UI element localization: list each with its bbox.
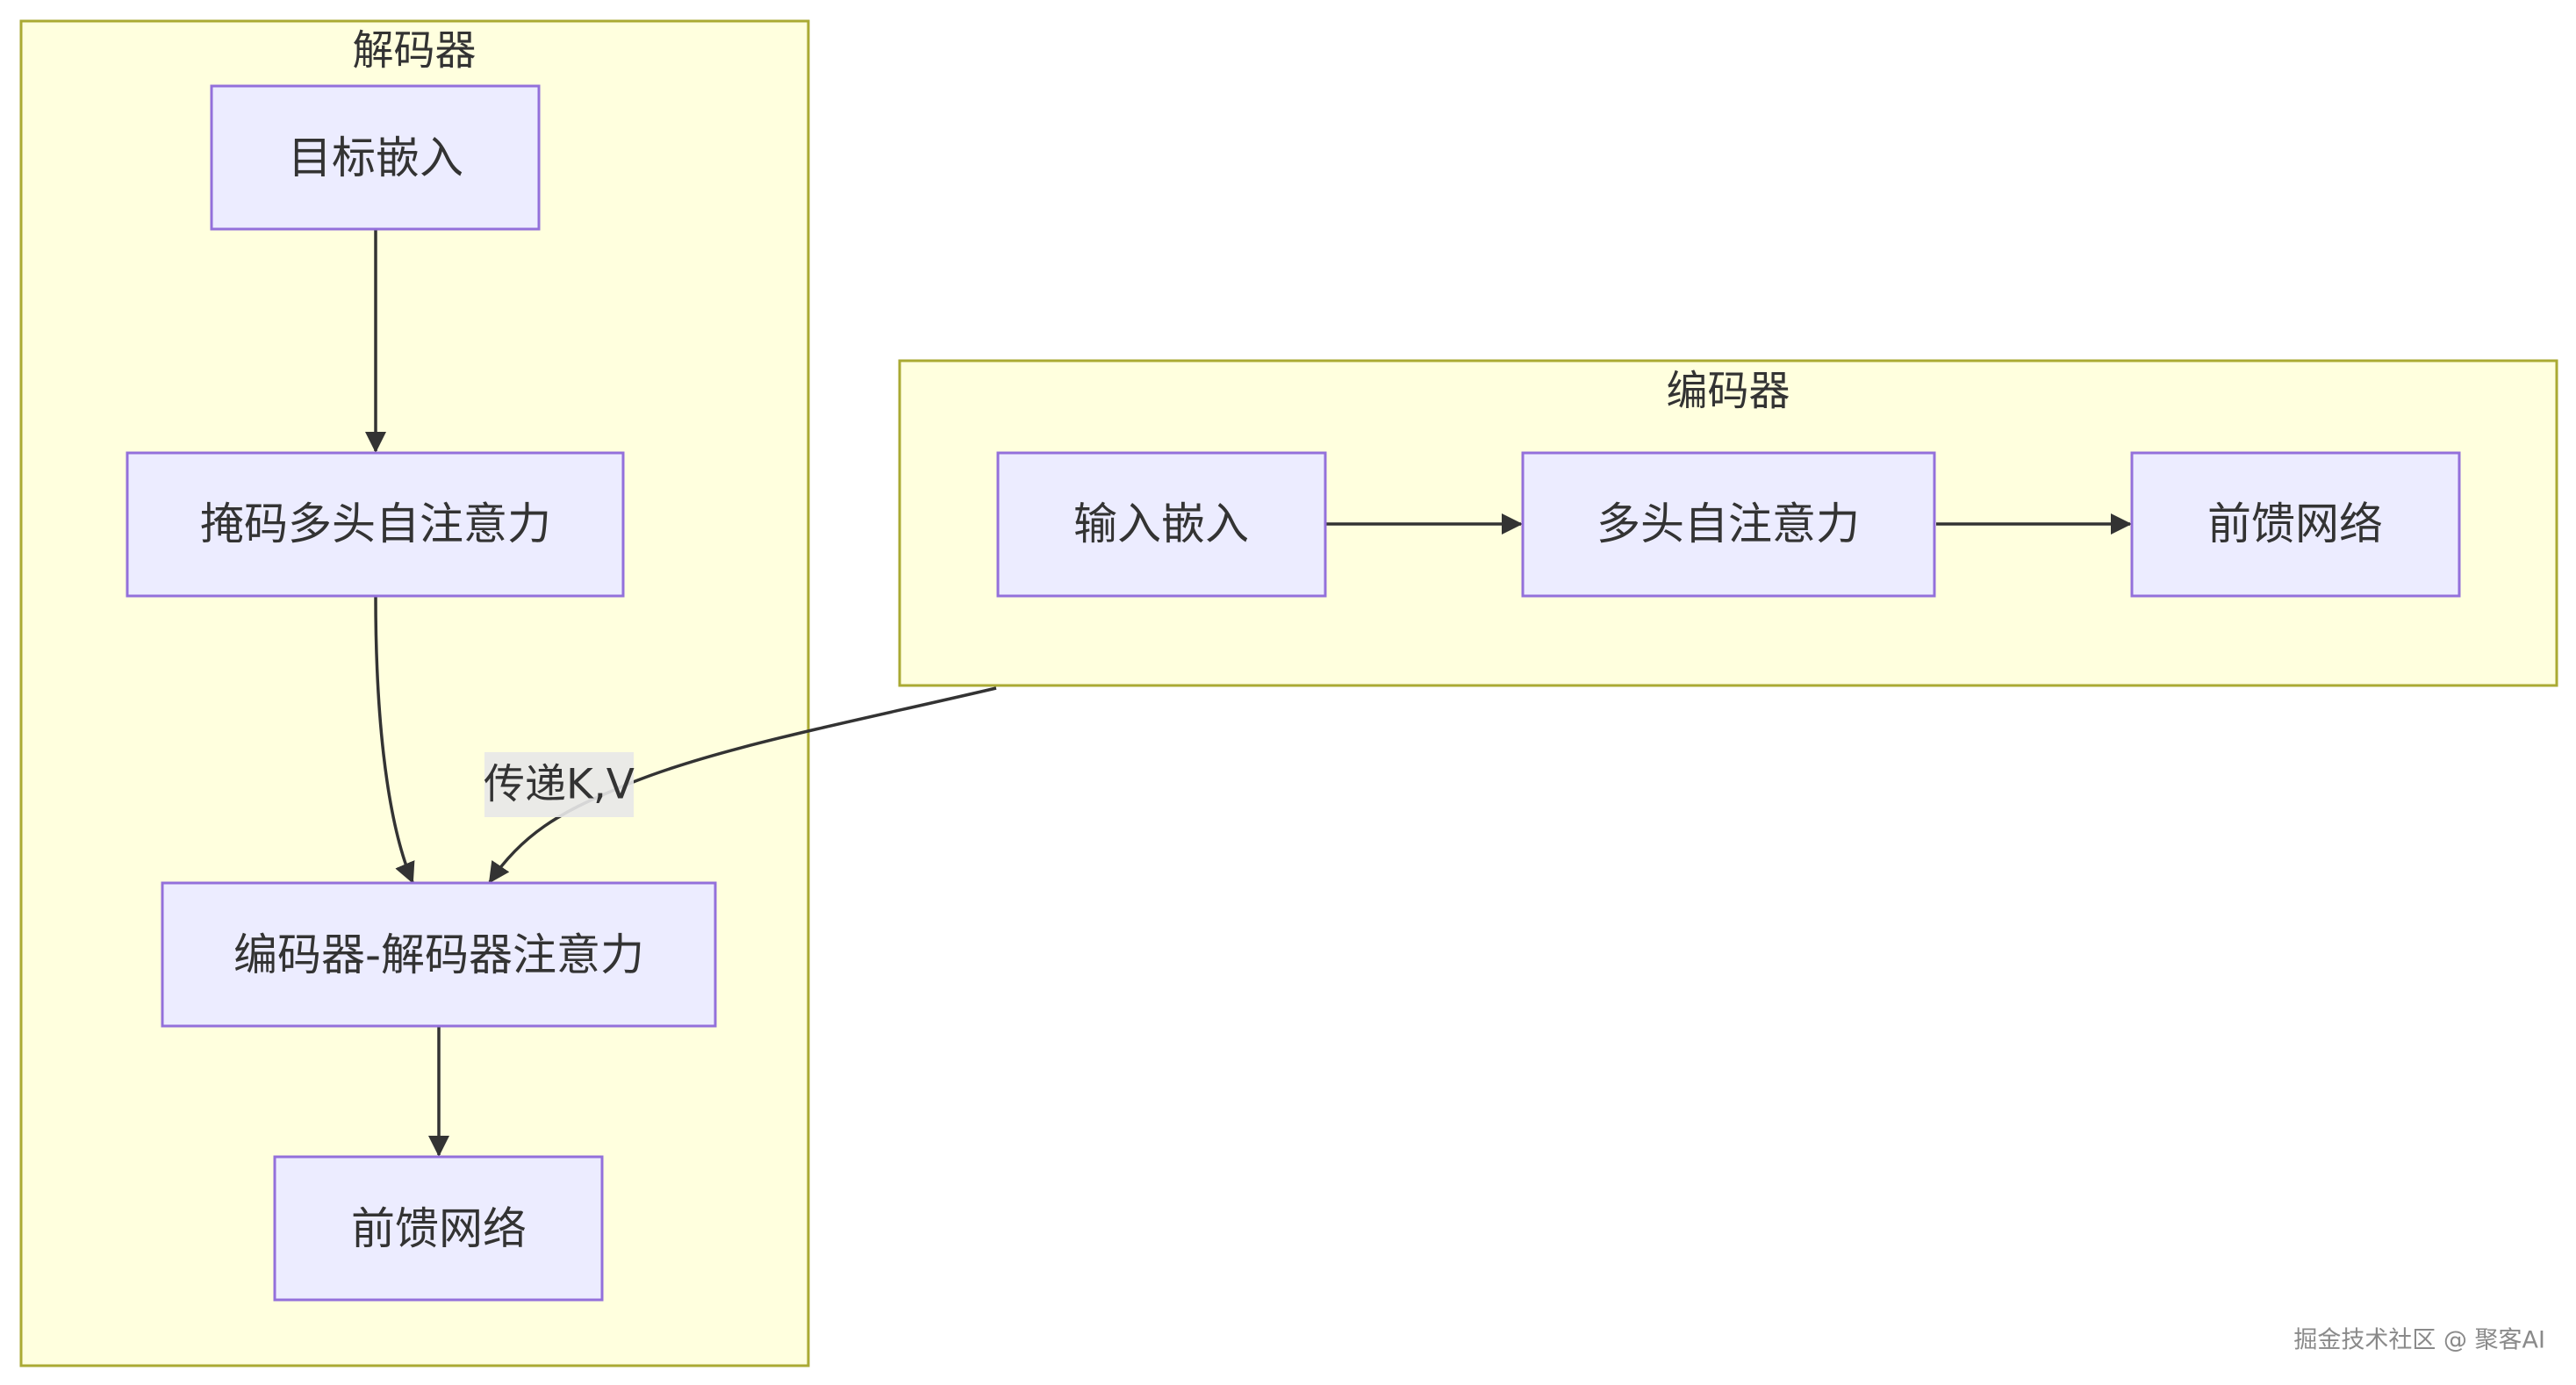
- node-decoder-ffn-box: [273, 1155, 604, 1302]
- edges: [365, 230, 2132, 1157]
- decoder-cluster: 解码器: [19, 19, 810, 1367]
- encoder-cluster-title: 编码器: [1667, 368, 1790, 416]
- decoder-cluster-box: [19, 19, 810, 1367]
- node-decoder-ffn-label: 前馈网络: [351, 1203, 527, 1254]
- node-masked-mha-box: [126, 451, 625, 598]
- node-encoder-ffn: 前馈网络: [2130, 451, 2461, 598]
- node-encoder-ffn-box: [2130, 451, 2461, 598]
- node-encoder-ffn-label: 前馈网络: [2207, 499, 2383, 549]
- node-cross-attention-box: [161, 881, 717, 1028]
- edge-label-text: 传递K,V: [484, 761, 635, 809]
- edge-masked-mha-to-cross-attention: [374, 596, 415, 884]
- node-input-embedding-label: 输入嵌入: [1073, 499, 1249, 549]
- node-target-embedding-box: [210, 84, 541, 231]
- edge-label-pass-kv: 传递K,V: [484, 752, 635, 817]
- watermark: 掘金技术社区 @ 聚客AI: [2293, 1327, 2545, 1354]
- node-target-embedding: 目标嵌入: [210, 84, 541, 231]
- node-encoder-mha: 多头自注意力: [1521, 451, 1936, 598]
- node-masked-mha: 掩码多头自注意力: [126, 451, 625, 598]
- edge-encoder-to-cross-attention: [488, 686, 997, 884]
- decoder-cluster-title: 解码器: [353, 27, 477, 75]
- node-decoder-ffn: 前馈网络: [273, 1155, 604, 1302]
- node-masked-mha-label: 掩码多头自注意力: [200, 499, 551, 549]
- node-encoder-mha-box: [1521, 451, 1936, 598]
- edge-label-background: [484, 752, 634, 817]
- node-target-embedding-label: 目标嵌入: [288, 133, 463, 183]
- node-encoder-mha-label: 多头自注意力: [1597, 499, 1860, 549]
- node-input-embedding-box: [996, 451, 1327, 598]
- node-cross-attention-label: 编码器-解码器注意力: [233, 929, 644, 980]
- node-input-embedding: 输入嵌入: [996, 451, 1327, 598]
- node-cross-attention: 编码器-解码器注意力: [161, 881, 717, 1028]
